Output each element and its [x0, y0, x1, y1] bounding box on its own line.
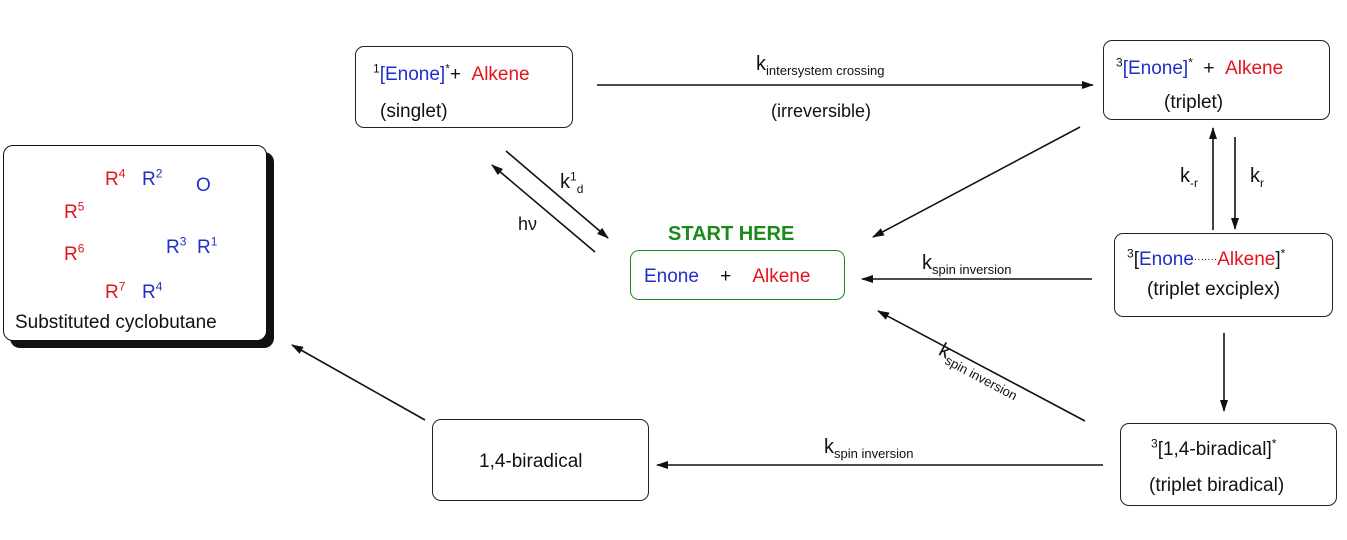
singlet-formula: 1[Enone]*+ Alkene — [373, 61, 530, 85]
exciplex-spin-inversion-label: kspin inversion — [922, 252, 1012, 277]
product-box — [3, 145, 267, 341]
start-formula: Enone + Alkene — [644, 266, 811, 287]
r5-label: R5 — [64, 199, 85, 223]
hv-label: hν — [518, 214, 538, 234]
triplet-label: (triplet) — [1164, 92, 1224, 113]
triplet-state-box: 3[Enone]* + Alkene (triplet) — [1103, 40, 1330, 120]
r3-label: R3 — [166, 234, 187, 258]
isc-note: (irreversible) — [771, 101, 872, 121]
product-label: Substituted cyclobutane — [15, 312, 217, 333]
biradical-label: 1,4-biradical — [479, 451, 583, 472]
exciplex-formula: 3[Enone·······Alkene]* — [1127, 246, 1286, 270]
triplet-biradical-label: (triplet biradical) — [1149, 475, 1285, 496]
r6-label: R6 — [64, 241, 85, 265]
kd-rate-label: k1d — [560, 169, 584, 196]
arrow-biradical-spin-start — [877, 310, 1086, 422]
triplet-biradical-box: 3[1,4-biradical]* (triplet biradical) — [1120, 423, 1337, 506]
arrow-hv — [491, 164, 596, 253]
biradical-box: 1,4-biradical — [432, 419, 649, 501]
arrow-triplet-decay — [872, 126, 1081, 238]
triplet-formula: 3[Enone]* + Alkene — [1116, 55, 1284, 79]
exciplex-label: (triplet exciplex) — [1147, 279, 1281, 300]
biradical-spin-inversion-label: kspin inversion — [824, 436, 914, 461]
start-title: START HERE — [668, 223, 795, 245]
isc-rate-label: kintersystem crossing — [756, 53, 885, 78]
k-r-label: kr — [1250, 165, 1264, 190]
triplet-biradical-formula: 3[1,4-biradical]* — [1151, 436, 1277, 460]
start-box: Enone + Alkene — [630, 250, 845, 300]
singlet-label: (singlet) — [380, 101, 448, 122]
r2-label: R2 — [142, 166, 163, 190]
k-minus-r-label: k-r — [1180, 165, 1198, 190]
arrow-to-product — [291, 344, 426, 421]
r1-label: R1 — [197, 234, 218, 258]
r4-bottom-label: R4 — [142, 279, 163, 303]
r4-top-label: R4 — [105, 166, 126, 190]
exciplex-box: 3[Enone·······Alkene]* (triplet exciplex… — [1114, 233, 1333, 317]
r7-label: R7 — [105, 279, 126, 303]
arrow-kd — [505, 150, 609, 239]
oxygen-label: O — [196, 175, 211, 196]
singlet-state-box: 1[Enone]*+ Alkene (singlet) — [355, 46, 573, 128]
